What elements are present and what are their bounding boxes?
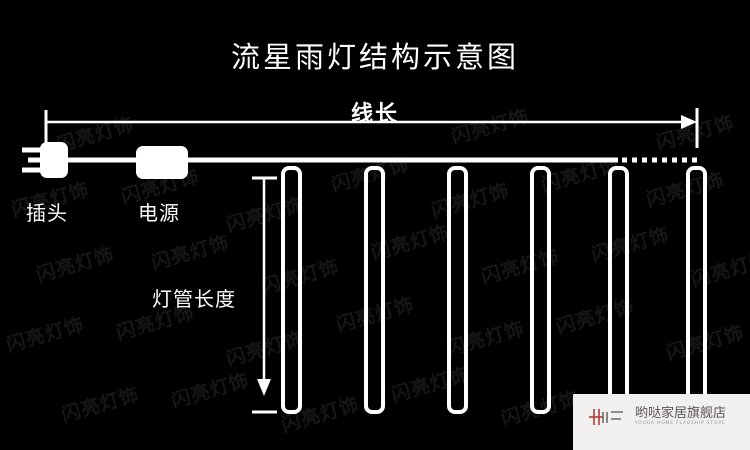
shop-name-cn: 哟哒家居旗舰店 (635, 406, 727, 422)
shop-logo: 哟哒家居旗舰店 YOUDA HOME FLAGSHIP STORE (587, 406, 726, 428)
light-tube (281, 166, 302, 414)
label-tube-length: 灯管长度 (152, 287, 236, 311)
light-tube (608, 166, 629, 414)
shop-logo-text: 哟哒家居旗舰店 YOUDA HOME FLAGSHIP STORE (635, 407, 726, 427)
light-tube (364, 166, 385, 414)
page-title: 流星雨灯结构示意图 (230, 40, 519, 74)
label-line-length: 线长 (350, 102, 399, 127)
light-tubes (281, 166, 707, 414)
label-plug: 插头 (26, 201, 68, 225)
shop-logo-plate: 哟哒家居旗舰店 YOUDA HOME FLAGSHIP STORE (573, 394, 750, 450)
light-tube (447, 166, 468, 414)
line-length-dimension (44, 108, 699, 148)
shop-name-en: YOUDA HOME FLAGSHIP STORE (635, 421, 726, 427)
brand-mark-icon (589, 409, 623, 425)
arrow-head-right (681, 115, 697, 129)
light-tube (686, 166, 707, 414)
label-power-supply: 电源 (138, 201, 180, 225)
tube-length-dimension (252, 176, 277, 414)
arrow-head-down (257, 379, 271, 396)
light-tube (530, 166, 551, 414)
